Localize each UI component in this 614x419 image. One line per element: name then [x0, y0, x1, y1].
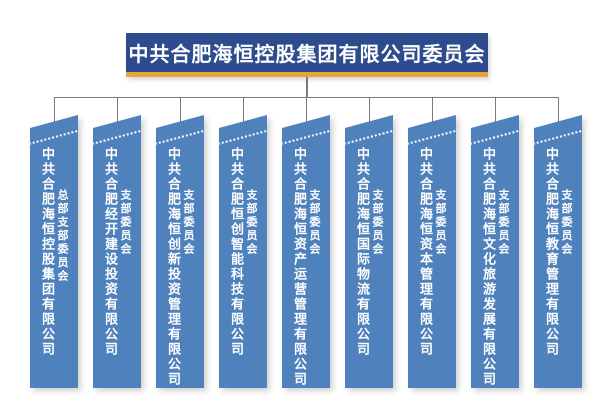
connector-drop	[54, 97, 55, 125]
root-committee-title: 中共合肥海恒控股集团有限公司委员会	[128, 42, 486, 66]
branch-box-haiheng-asset-operation: 中共合肥海恒资产运营管理有限公司 支部委员会	[282, 115, 330, 388]
branch-committee-label: 支部委员会	[371, 189, 384, 257]
connector-drop	[495, 97, 496, 125]
branch-box-haiheng-education-management: 中共合肥海恒教育管理有限公司 支部委员会	[534, 115, 582, 388]
branch-company-name: 中共合肥海恒文化旅游发展有限公司	[480, 147, 495, 387]
branch-company-name: 中共合肥海恒控股集团有限公司	[39, 147, 54, 357]
connector-drop	[243, 97, 244, 125]
connector-root-stub	[306, 77, 308, 97]
branch-committee-label: 支部委员会	[497, 189, 510, 257]
branch-company-name: 中共合肥恒创智能科技有限公司	[228, 147, 243, 357]
dashed-slant-decoration	[408, 129, 456, 145]
branch-box-haiheng-international-logistics: 中共合肥海恒国际物流有限公司 支部委员会	[345, 115, 393, 388]
branch-committee-label: 支部委员会	[119, 189, 132, 257]
branch-company-name: 中共合肥经开建设投资有限公司	[102, 147, 117, 357]
connector-drop	[306, 97, 307, 125]
branch-committee-label: 支部委员会	[560, 189, 573, 257]
branch-committee-label: 支部委员会	[182, 189, 195, 257]
branch-company-name: 中共合肥海恒教育管理有限公司	[543, 147, 558, 357]
branch-box-jingkai-construction: 中共合肥经开建设投资有限公司 支部委员会	[93, 115, 141, 388]
branch-box-hengchuang-intelligent-tech: 中共合肥恒创智能科技有限公司 支部委员会	[219, 115, 267, 388]
connector-drop	[558, 97, 559, 125]
connector-drop	[180, 97, 181, 125]
branch-committee-label: 支部委员会	[245, 189, 258, 257]
branch-company-name: 中共合肥海恒资本管理有限公司	[417, 147, 432, 357]
connector-drop	[432, 97, 433, 125]
dashed-slant-decoration	[219, 129, 267, 145]
connector-drop	[369, 97, 370, 125]
root-committee-box: 中共合肥海恒控股集团有限公司委员会	[126, 33, 488, 77]
branch-committee-label: 总部支部委员会	[56, 189, 69, 284]
dashed-slant-decoration	[93, 129, 141, 145]
dashed-slant-decoration	[282, 129, 330, 145]
branch-box-haiheng-capital-management: 中共合肥海恒资本管理有限公司 支部委员会	[408, 115, 456, 388]
branch-box-haiheng-culture-tourism: 中共合肥海恒文化旅游发展有限公司 支部委员会	[471, 115, 519, 388]
dashed-slant-decoration	[30, 129, 78, 145]
dashed-slant-decoration	[534, 129, 582, 145]
branch-committee-label: 支部委员会	[308, 189, 321, 257]
dashed-slant-decoration	[156, 129, 204, 145]
dashed-slant-decoration	[345, 129, 393, 145]
branch-box-haiheng-holding-hq: 中共合肥海恒控股集团有限公司 总部支部委员会	[30, 115, 78, 388]
branch-box-haiheng-innovation-investment: 中共合肥海恒创新投资管理有限公司 支部委员会	[156, 115, 204, 388]
branch-company-name: 中共合肥海恒国际物流有限公司	[354, 147, 369, 357]
branch-committee-label: 支部委员会	[434, 189, 447, 257]
connector-drop	[117, 97, 118, 125]
branch-company-name: 中共合肥海恒资产运营管理有限公司	[291, 147, 306, 387]
dashed-slant-decoration	[471, 129, 519, 145]
branch-company-name: 中共合肥海恒创新投资管理有限公司	[165, 147, 180, 387]
